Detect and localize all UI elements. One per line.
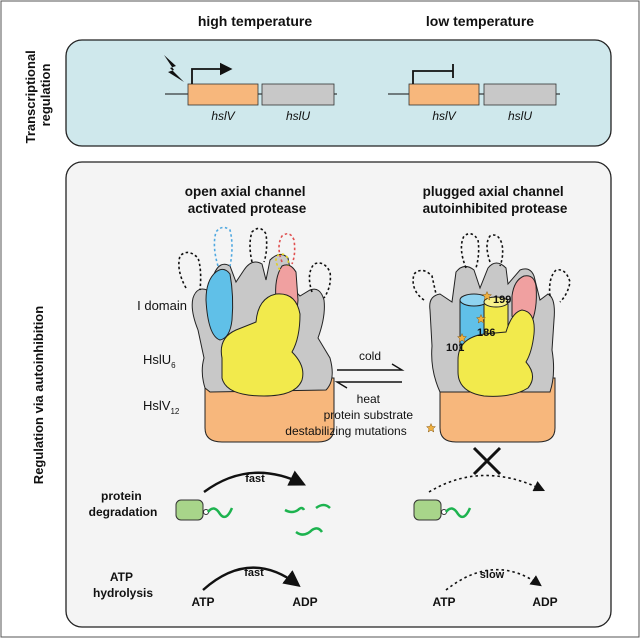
degradation-arrow-fast — [203, 470, 307, 493]
hslv-label: HslV12 — [143, 398, 180, 416]
substrate-protein-right — [413, 499, 442, 521]
loop-dotted — [412, 269, 437, 301]
degraded-peptides — [284, 503, 331, 536]
atp-rate-slow: slow — [480, 569, 505, 581]
reverse-arrow — [334, 381, 402, 389]
atp-right: ATP — [432, 595, 455, 609]
cold-label: cold — [359, 349, 381, 363]
atp-arrow-fast — [202, 566, 301, 591]
hslv-barrel — [439, 377, 556, 443]
atp-left: ATP — [191, 595, 214, 609]
equilibrium-arrows — [334, 363, 405, 389]
atp-rate-fast: fast — [244, 567, 264, 579]
loop-dotted — [308, 262, 332, 299]
promoter-active-arrow — [191, 62, 233, 84]
residue-101: 101 — [446, 342, 464, 354]
left-state-title: open axial channel activated protease — [185, 184, 310, 216]
yellow-plug-top — [483, 296, 509, 308]
reverse-conditions-label: heat protein substrate destabilizing mut… — [285, 392, 416, 438]
hslv-barrel — [204, 377, 335, 443]
hslv-gene — [187, 83, 259, 106]
hslu-gene-label: hslU — [286, 109, 310, 123]
atp-hydrolysis-label: ATP hydrolysis — [93, 570, 153, 600]
side-label-autoinhibition: Regulation via autoinhibition — [31, 306, 46, 484]
block-x-icon — [472, 446, 502, 476]
lightning-bolt-icon — [164, 55, 184, 82]
adp-right: ADP — [532, 595, 557, 609]
low-temp-title: low temperature — [426, 13, 534, 29]
yellow-subunit — [220, 293, 304, 397]
transcription-panel — [65, 39, 612, 147]
loop-red-dotted — [278, 232, 296, 265]
degradation-rate-fast: fast — [245, 473, 265, 485]
open-hslvu-complex — [178, 226, 335, 443]
high-temp-title: high temperature — [198, 13, 313, 29]
i-domain-blue — [205, 268, 234, 341]
hslu-gene — [483, 83, 557, 106]
hslv-gene — [408, 83, 480, 106]
substrate-chain — [445, 507, 472, 519]
atp-arrow-slow — [445, 568, 542, 591]
residue-186: 186 — [477, 327, 495, 339]
degradation-arrow-blocked — [428, 474, 546, 493]
loop-dotted — [548, 268, 571, 303]
loop-yellow-dotted — [275, 253, 290, 271]
forward-arrow — [337, 363, 405, 371]
low-temp-operon: hslV hslU — [388, 64, 560, 123]
loop-dotted — [486, 234, 504, 267]
side-label-transcriptional: Transcriptional regulation — [23, 47, 53, 144]
hslv-gene-label: hslV — [211, 109, 235, 123]
adp-left: ADP — [292, 595, 317, 609]
right-state-title: plugged axial channel autoinhibited prot… — [423, 184, 568, 216]
loop-dotted — [460, 232, 480, 269]
yellow-subunit — [457, 309, 535, 397]
substrate-protein-left — [175, 499, 204, 521]
substrate-tag — [203, 509, 209, 515]
substrate-chain — [207, 507, 234, 519]
residue-199: 199 — [493, 294, 511, 306]
substrate-tag — [441, 509, 447, 515]
hslu-label: HslU6 — [143, 352, 176, 370]
protein-degradation-label: protein degradation — [89, 489, 158, 519]
high-temp-operon: hslV hslU — [164, 55, 337, 123]
hslu-gene — [261, 83, 335, 106]
i-domain-label: I domain — [137, 298, 187, 313]
hslv-gene-label: hslV — [432, 109, 456, 123]
loop-dotted — [249, 227, 268, 263]
hslu-gene-label: hslU — [508, 109, 532, 123]
promoter-blocked-icon — [412, 64, 454, 84]
plugged-hslvu-complex — [412, 232, 571, 443]
